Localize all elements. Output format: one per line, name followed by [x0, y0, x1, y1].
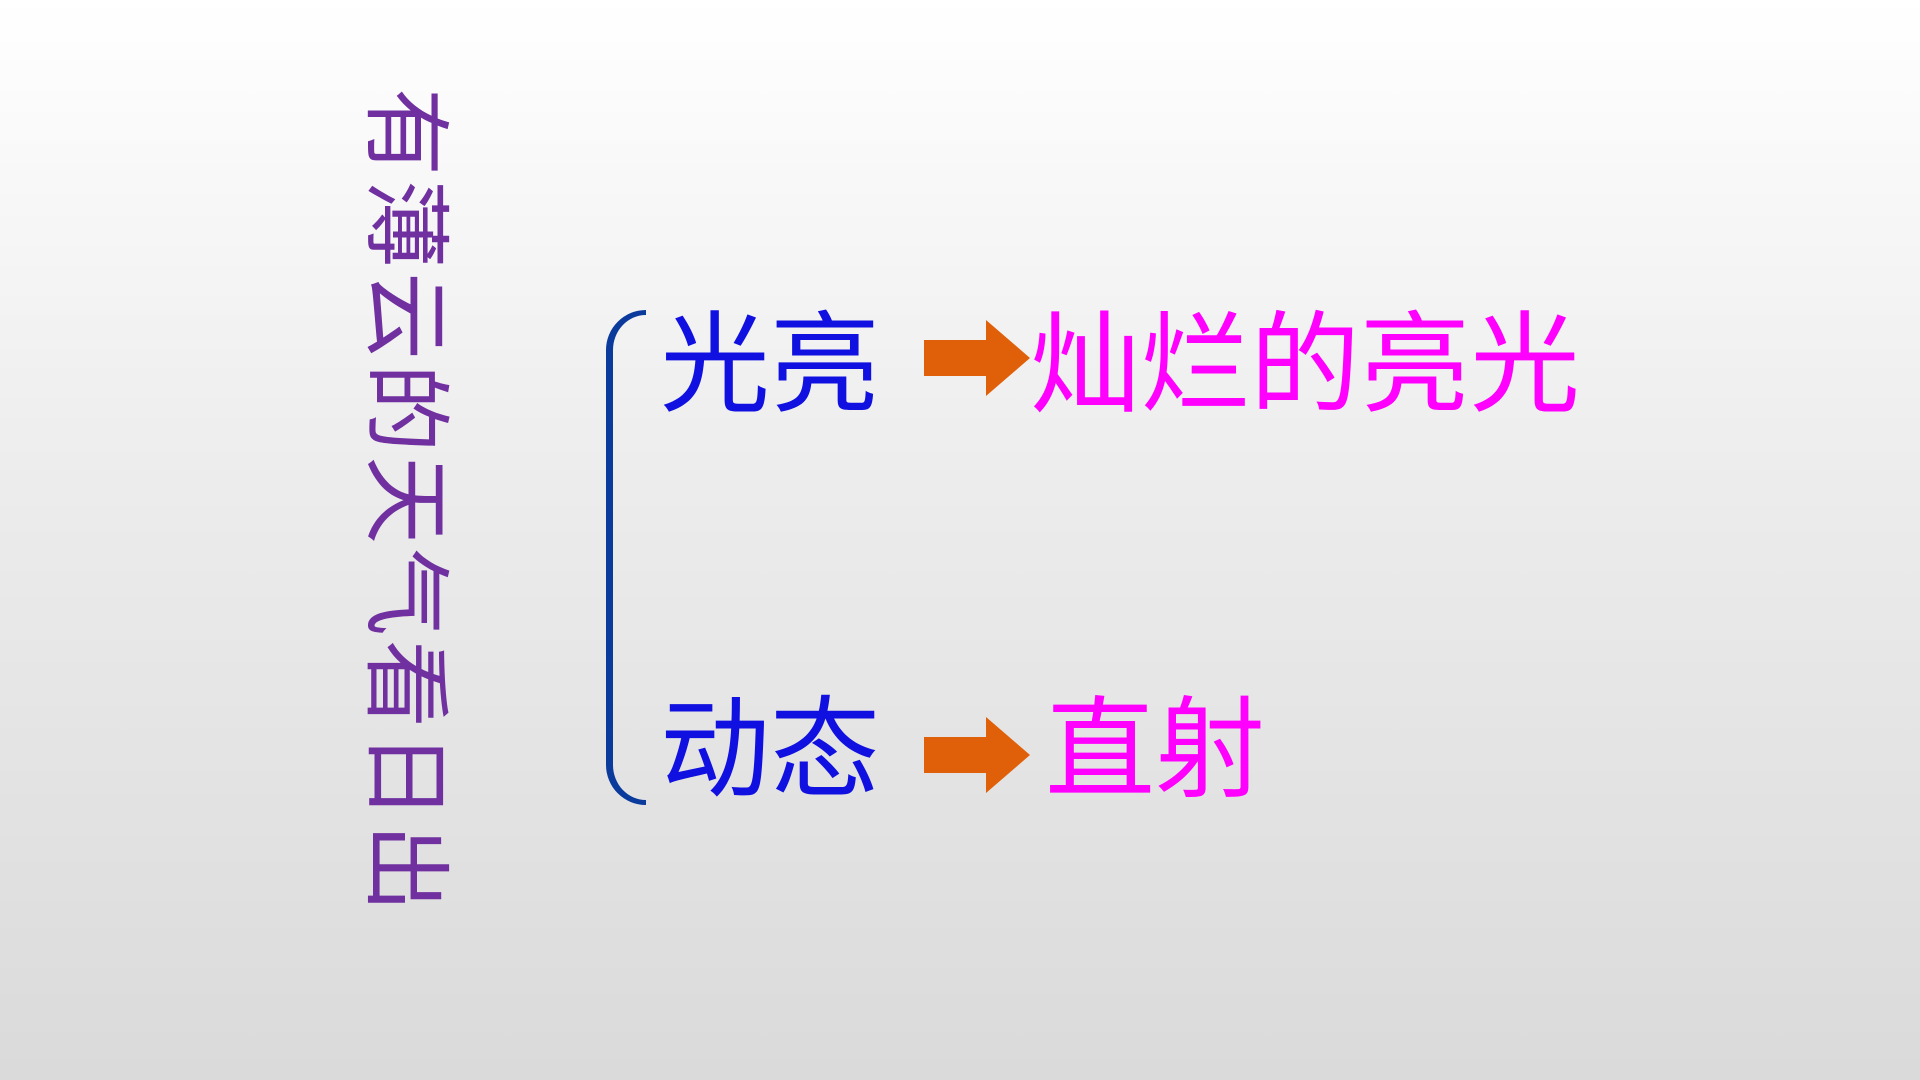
arrow-right-icon	[924, 717, 1030, 793]
title-text: 有薄云的天气看日出	[354, 88, 457, 917]
vertical-title: 有薄云的天气看日出	[354, 88, 457, 917]
term-label: 光亮	[660, 301, 880, 429]
result-label: 直射	[1045, 686, 1265, 814]
term-label: 动态	[660, 686, 880, 814]
left-brace	[606, 310, 646, 805]
arrow-right-icon	[924, 320, 1030, 396]
result-label: 灿烂的亮光	[1030, 301, 1580, 429]
